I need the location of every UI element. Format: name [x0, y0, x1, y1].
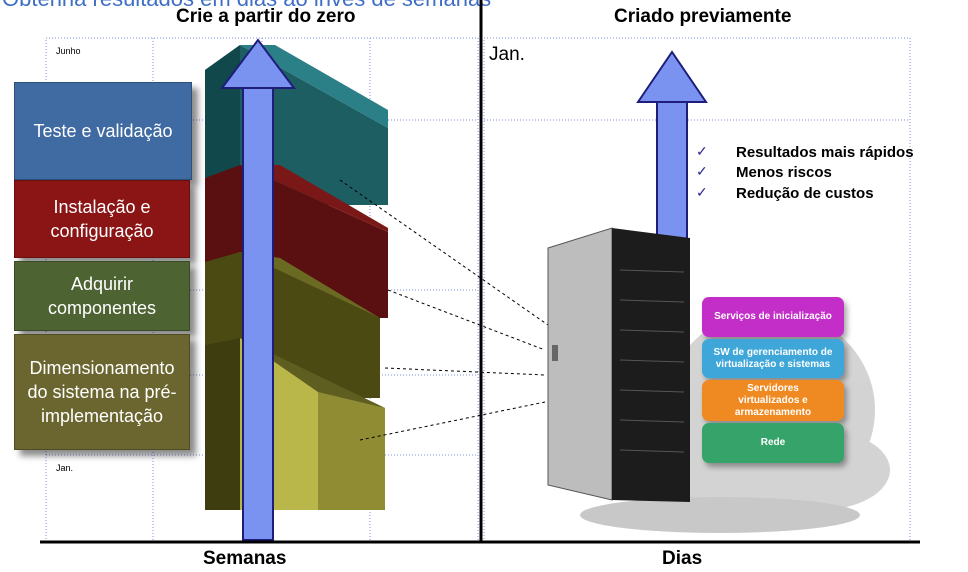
server-rack: [547, 227, 860, 533]
layer-management-sw: SW de gerenciamento de virtualização e s…: [702, 339, 844, 378]
benefit-item: Menos riscos: [736, 164, 832, 181]
connector-lines: [339, 179, 549, 441]
left-top-month: Junho: [56, 46, 81, 56]
left-bottom-month: Jan.: [56, 463, 74, 473]
stage-acquire: Adquirir componentes: [14, 261, 190, 331]
layer-boot-services: Serviços de inicialização: [702, 297, 844, 337]
left-heading: Crie a partir do zero: [176, 6, 356, 27]
page-title: Obtenha resultados em dias ao invés de s…: [2, 0, 491, 12]
stage-installation: Instalação e configuração: [14, 180, 190, 258]
layer-virtualized-servers: Servidores virtualizados e armazenamento: [702, 380, 844, 421]
benefit-item: Redução de custos: [736, 185, 874, 202]
right-heading: Criado previamente: [614, 6, 792, 27]
stage-dimensioning: Dimensionamento do sistema na pré-implem…: [14, 334, 190, 450]
right-month: Jan.: [489, 44, 525, 65]
layer-network: Rede: [702, 423, 844, 463]
left-arrow: [220, 38, 296, 541]
right-arrow: [636, 50, 708, 241]
check-icon: ✓: [696, 163, 708, 179]
right-axis-label: Dias: [662, 548, 703, 569]
stage-test-validation: Teste e validação: [14, 82, 192, 180]
check-icon: ✓: [696, 184, 708, 200]
benefit-item: Resultados mais rápidos: [736, 144, 914, 161]
left-axis-label: Semanas: [203, 548, 287, 569]
check-icon: ✓: [696, 143, 708, 159]
